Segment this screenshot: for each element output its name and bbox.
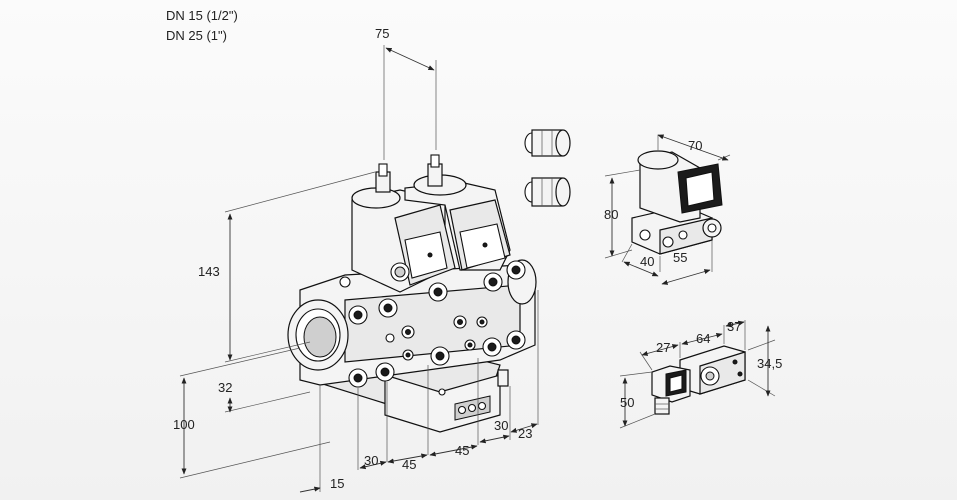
- dim-30a: 30: [364, 453, 378, 468]
- valve-stems: [375, 154, 443, 193]
- main-dimensions: 75 143 32 100 15 30 45 45: [173, 26, 539, 493]
- switch-bottom-dimensions: 27 64 37 34,5 50: [619, 319, 782, 429]
- switch-detail-bottom: [651, 345, 746, 415]
- dim-37: 37: [727, 319, 741, 334]
- dn25-label: DN 25 (1"): [166, 28, 227, 43]
- pressure-ports: [339, 276, 488, 361]
- dim-64: 64: [696, 331, 710, 346]
- flange-bolts: [348, 260, 526, 388]
- test-nipple: [497, 369, 509, 387]
- dim-45a: 45: [402, 457, 416, 472]
- dim-23: 23: [518, 426, 532, 441]
- dim-32: 32: [218, 380, 232, 395]
- dim-15: 15: [330, 476, 344, 491]
- solenoid-top-dimensions: 70 80 40 55: [604, 134, 731, 285]
- solenoid-detail-top: [631, 150, 723, 255]
- dim-75: 75: [375, 26, 389, 41]
- dim-30b: 30: [494, 418, 508, 433]
- dim-45b: 45: [455, 443, 469, 458]
- dim-50: 50: [620, 395, 634, 410]
- dim-27: 27: [656, 340, 670, 355]
- dim-70: 70: [688, 138, 702, 153]
- cable-gland-bottom: [524, 177, 571, 207]
- dim-80: 80: [604, 207, 618, 222]
- dim-143: 143: [198, 264, 220, 279]
- dim-40: 40: [640, 254, 654, 269]
- cable-gland-top: [524, 129, 571, 157]
- main-valve-assembly: [287, 154, 537, 433]
- dim-55: 55: [673, 250, 687, 265]
- dim-34-5: 34,5: [757, 356, 782, 371]
- dn15-label: DN 15 (1/2"): [166, 8, 238, 23]
- dim-100: 100: [173, 417, 195, 432]
